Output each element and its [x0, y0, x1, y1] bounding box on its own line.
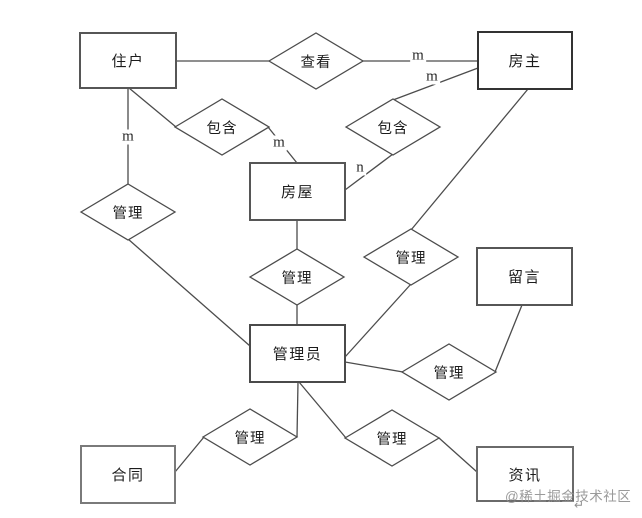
entity-landlord-shape — [477, 31, 573, 90]
entity-admin-shape — [249, 324, 346, 383]
relationship-view-shape — [267, 32, 365, 90]
entity-resident-shape — [79, 32, 177, 89]
edge-admin-manage-message — [344, 361, 404, 373]
edge-landlord-manage-landlord — [410, 88, 529, 231]
edge-manage-contract-contract — [174, 436, 205, 473]
relationship-manage-house-shape — [248, 248, 346, 306]
edge-message-manage-message — [494, 304, 523, 373]
edge-admin-manage-contract — [296, 381, 299, 438]
cardinality-label-3: m — [271, 134, 287, 151]
entity-house-shape — [249, 162, 346, 221]
relationship-manage-landlord-shape — [362, 228, 460, 286]
relationship-manage-contract-shape — [201, 408, 299, 466]
entity-message-shape — [476, 247, 573, 306]
watermark-text: @稀土掘金技术社区 — [505, 489, 632, 504]
relationship-manage-resident-shape — [79, 183, 177, 241]
edge-manage-news-news — [438, 437, 478, 473]
edge-manage-resident-admin — [127, 238, 251, 347]
relationship-contain-left-shape — [173, 98, 271, 156]
cardinality-label-1: m — [410, 47, 426, 64]
edge-admin-manage-news — [298, 381, 347, 439]
entity-contract-shape — [80, 445, 176, 504]
relationship-manage-message-shape — [400, 343, 498, 401]
cardinality-label-2: m — [424, 68, 440, 85]
relationship-contain-right-shape — [344, 98, 442, 156]
edge-manage-landlord-admin — [344, 283, 412, 358]
edge-contain-right-house — [344, 153, 394, 191]
relationship-manage-news-shape — [343, 409, 441, 467]
entity-news-shape — [476, 446, 574, 502]
return-mark-icon: ↵ — [574, 498, 585, 512]
cardinality-label-4: n — [354, 159, 366, 176]
cardinality-label-5: m — [120, 128, 136, 145]
edge-resident-contain-left — [128, 87, 177, 128]
watermark: @稀土掘金技术社区 — [505, 485, 631, 505]
